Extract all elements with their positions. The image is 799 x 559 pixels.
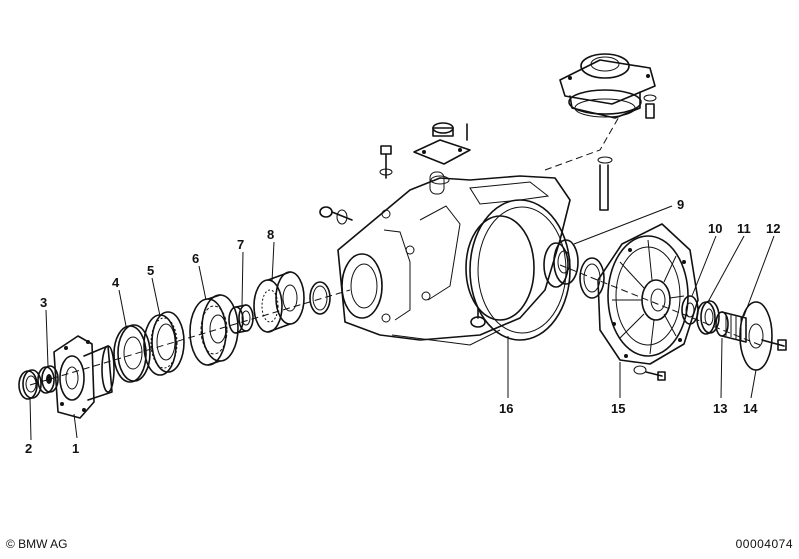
callout-2: 2 [25, 441, 32, 456]
callout-13: 13 [713, 401, 727, 416]
part-2-seal-ring [18, 369, 42, 400]
part-14-flange-disc [739, 301, 787, 371]
callout-10: 10 [708, 221, 722, 236]
callout-16: 16 [499, 401, 513, 416]
callout-5: 5 [147, 263, 154, 278]
callout-7: 7 [237, 237, 244, 252]
callout-11: 11 [737, 221, 751, 236]
mount-axis [544, 114, 621, 171]
housing-bolt-bottom [470, 307, 486, 328]
callout-6: 6 [192, 251, 199, 266]
part-4-shaft-seal [113, 324, 151, 383]
part-7-spacer-sleeve [228, 304, 254, 334]
breather-cap-assembly [413, 122, 471, 185]
callout-8: 8 [267, 227, 274, 242]
part-5-tapered-bearing [143, 311, 185, 376]
document-number: 00004074 [735, 537, 793, 551]
callout-12: 12 [766, 221, 780, 236]
callout-4: 4 [112, 275, 120, 290]
copyright-text: © BMW AG [6, 537, 68, 551]
part-1-drive-flange [53, 335, 115, 419]
part-13-output-shaft [715, 311, 747, 343]
housing-bolt-top [379, 145, 393, 179]
leader-lines [29, 205, 775, 441]
part-16-gasket [465, 199, 571, 341]
rubber-mount [559, 53, 656, 119]
callout-15: 15 [611, 401, 625, 416]
part-3-nut [37, 365, 59, 394]
o-ring [309, 281, 331, 315]
part-6-ball-bearing [189, 294, 239, 366]
assembly-axis-right [559, 264, 761, 346]
callout-1: 1 [72, 441, 79, 456]
part-9-side-bearing [543, 239, 579, 288]
part-15-housing-cover [597, 223, 699, 365]
callout-3: 3 [40, 295, 47, 310]
callout-9: 9 [677, 197, 684, 212]
part-11-shaft-seal [696, 300, 720, 335]
mount-bolt [597, 156, 613, 211]
housing-bolt-left [319, 206, 353, 225]
callout-14: 14 [743, 401, 758, 416]
callout-labels: 1 2 3 4 5 6 7 8 9 10 11 12 13 14 15 16 [25, 197, 780, 456]
part-8-bearing [253, 271, 305, 333]
cover-bolt [633, 365, 666, 381]
differential-housing [337, 171, 571, 346]
mount-small-bolt [643, 94, 657, 119]
